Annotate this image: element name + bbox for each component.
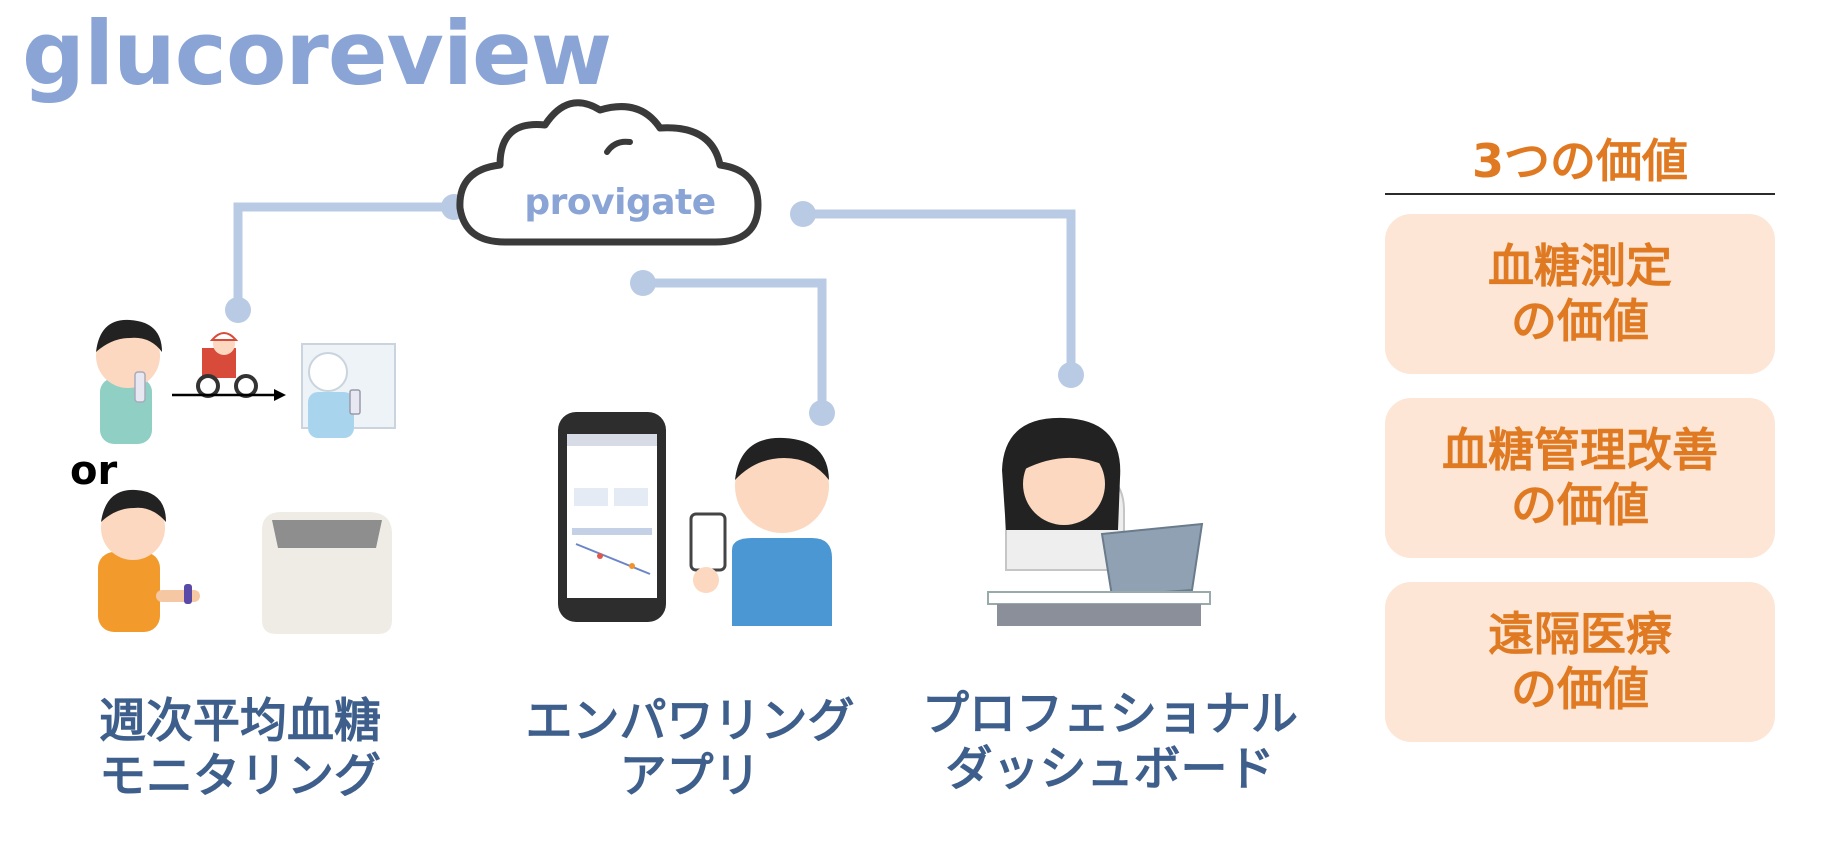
analyzer-device-illustration xyxy=(262,512,392,634)
caption-monitoring-line1: 週次平均血糖 xyxy=(99,694,381,749)
doctor-laptop-illustration xyxy=(987,417,1211,626)
cloud-label: provigate xyxy=(524,182,716,223)
boy-sample-illustration xyxy=(96,319,162,444)
cloud-icon xyxy=(456,99,762,246)
values-title: 3つの価値 xyxy=(1471,134,1688,188)
connector-lines xyxy=(233,202,1076,413)
lab-technician-illustration xyxy=(301,343,396,438)
value-box-line1: 遠隔医療 xyxy=(1488,606,1672,661)
caption-monitoring: 週次平均血糖 モニタリング xyxy=(60,694,420,804)
smartphone-app-illustration xyxy=(558,412,666,622)
brand-logo: glucoreview xyxy=(22,2,612,105)
value-box-line1: 血糖管理改善 xyxy=(1442,422,1718,477)
value-box-telemedicine: 遠隔医療 の価値 xyxy=(1385,582,1775,742)
value-box-line2: の価値 xyxy=(1511,662,1649,716)
caption-dashboard: プロフェショナル ダッシュボード xyxy=(900,687,1320,797)
connector-monitoring xyxy=(233,202,454,308)
value-box-line2: の価値 xyxy=(1511,478,1649,532)
boy-phone-illustration xyxy=(689,437,832,626)
values-divider xyxy=(1385,193,1775,195)
value-box-measurement: 血糖測定 の価値 xyxy=(1385,214,1775,374)
caption-monitoring-line2: モニタリング xyxy=(99,748,381,804)
or-label: or xyxy=(70,448,118,494)
connector-app xyxy=(643,278,827,413)
arrow-right-icon xyxy=(172,389,286,401)
connector-dashboard xyxy=(803,209,1076,375)
caption-app-line1: エンパワリング xyxy=(525,694,855,749)
value-box-line2: の価値 xyxy=(1511,294,1649,348)
delivery-bike-illustration xyxy=(196,332,258,398)
value-box-management: 血糖管理改善 の価値 xyxy=(1385,398,1775,558)
caption-app-line2: アプリ xyxy=(619,748,761,804)
value-box-line1: 血糖測定 xyxy=(1488,238,1672,293)
connector-dots xyxy=(225,194,1084,426)
caption-dashboard-line1: プロフェショナル xyxy=(922,687,1298,742)
caption-app: エンパワリング アプリ xyxy=(490,694,890,804)
caption-dashboard-line2: ダッシュボード xyxy=(945,741,1275,797)
boy-fingerprick-illustration xyxy=(98,489,200,632)
